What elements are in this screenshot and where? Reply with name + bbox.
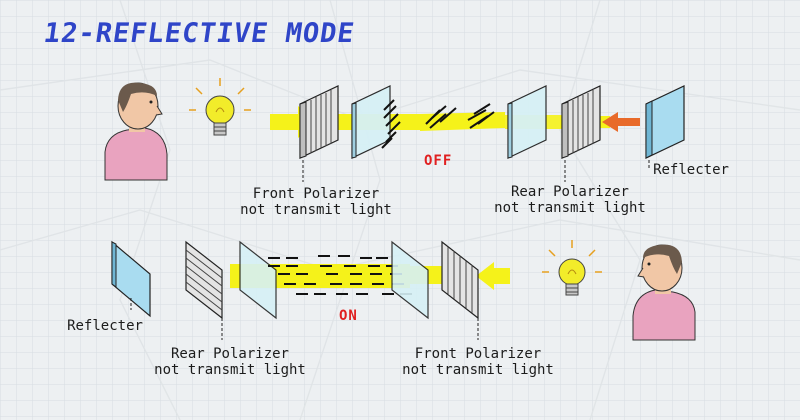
reflector-label-top: Reflecter bbox=[653, 162, 729, 178]
light-bulb-icon bbox=[189, 78, 251, 136]
reflected-arrow bbox=[602, 112, 640, 132]
reflector-icon bbox=[645, 85, 685, 159]
reflector-icon bbox=[111, 240, 151, 318]
front-polarizer-note: not transmit light bbox=[402, 362, 554, 378]
rear-polarizer-note: not transmit light bbox=[494, 200, 646, 216]
front-polarizer-note: not transmit light bbox=[240, 202, 392, 218]
rear-polarizer-label-bottom: Rear Polarizer not transmit light bbox=[144, 346, 316, 378]
rear-polarizer-note: not transmit light bbox=[154, 362, 306, 378]
front-polarizer-title: Front Polarizer bbox=[414, 346, 542, 362]
polarizer-icon bbox=[185, 240, 223, 320]
rear-polarizer-label-top: Rear Polarizer not transmit light bbox=[480, 184, 660, 216]
rear-polarizer-title: Rear Polarizer bbox=[510, 184, 629, 200]
liquid-crystal-molecules bbox=[381, 99, 495, 149]
polarizer-icon bbox=[299, 85, 339, 159]
state-on-label: ON bbox=[339, 308, 358, 324]
polarizer-icon bbox=[441, 240, 479, 320]
polarizer-icon bbox=[561, 85, 601, 159]
glass-plate-icon bbox=[351, 85, 391, 159]
rear-polarizer-title: Rear Polarizer bbox=[170, 346, 289, 362]
light-bulb-icon bbox=[542, 240, 602, 296]
front-polarizer-label-top: Front Polarizer not transmit light bbox=[226, 186, 406, 218]
glass-plate-icon bbox=[507, 85, 547, 159]
state-off-label: OFF bbox=[424, 153, 453, 169]
glass-plate-icon bbox=[239, 240, 277, 320]
front-polarizer-title: Front Polarizer bbox=[252, 186, 380, 202]
glass-plate-icon bbox=[391, 240, 429, 320]
front-polarizer-label-bottom: Front Polarizer not transmit light bbox=[392, 346, 564, 378]
person-icon bbox=[632, 244, 696, 341]
reflector-label-bottom: Reflecter bbox=[67, 318, 143, 334]
person-icon bbox=[104, 82, 168, 181]
